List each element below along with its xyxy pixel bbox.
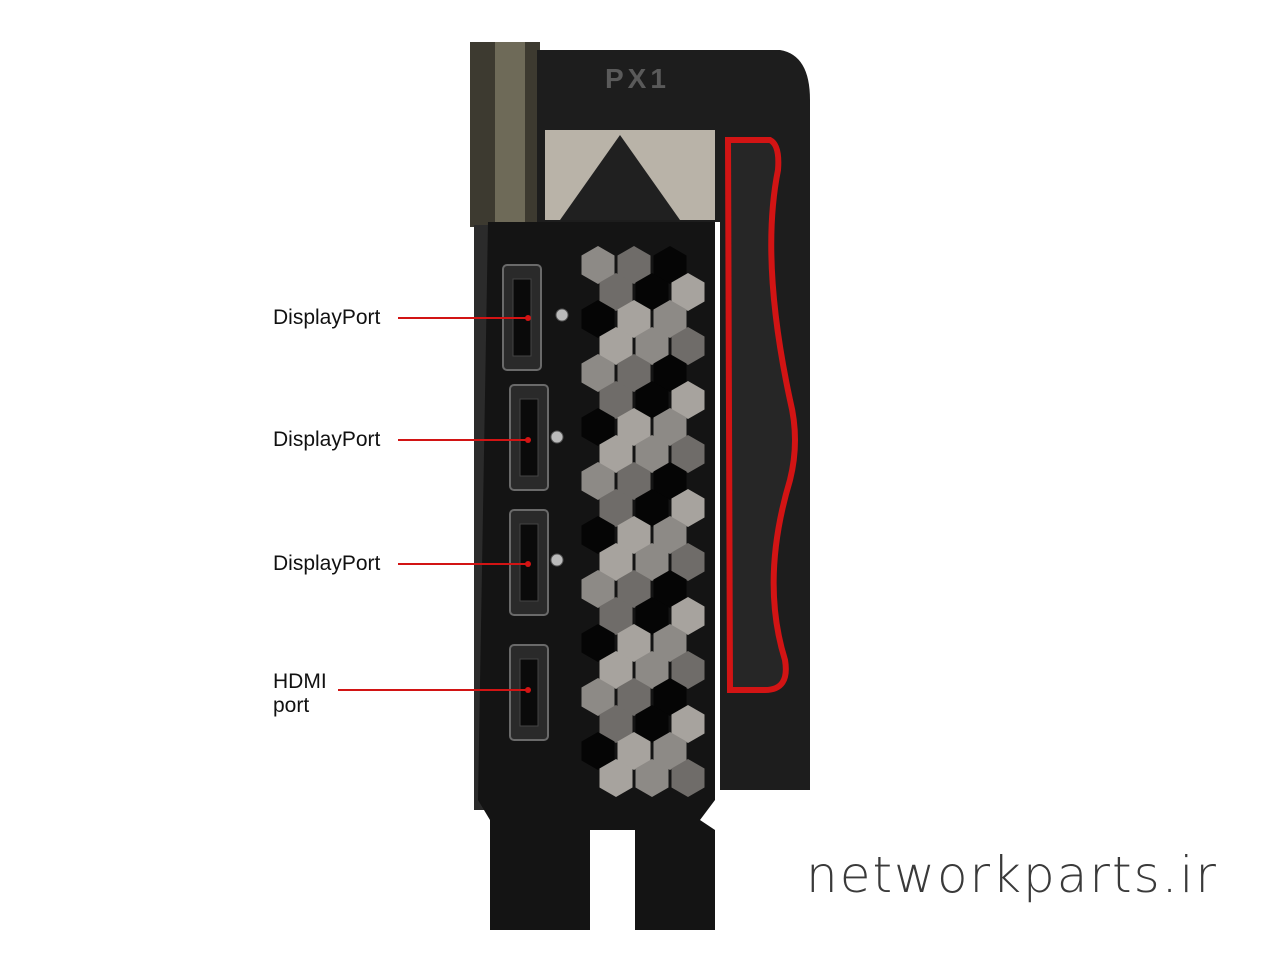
watermark-logo: networkparts.ir	[806, 846, 1218, 904]
vent-hexagon	[635, 435, 669, 473]
vent-hexagon	[653, 300, 687, 338]
vent-hexagon	[581, 624, 615, 662]
vent-hexagon	[671, 327, 705, 365]
vent-hexagon	[671, 651, 705, 689]
vent-hexagon	[671, 435, 705, 473]
vent-hexagon	[599, 435, 633, 473]
vent-hexagon	[653, 462, 687, 500]
vent-hexagon	[653, 570, 687, 608]
callout-label-displayport-2: DisplayPort	[273, 428, 381, 451]
vent-hexagon	[635, 273, 669, 311]
vent-hexagon	[671, 705, 705, 743]
vent-hexagon	[653, 624, 687, 662]
vent-hexagon	[617, 246, 651, 284]
vent-hexagon	[635, 543, 669, 581]
vent-hexagon	[653, 408, 687, 446]
vent-hexagon	[581, 408, 615, 446]
vent-hexagon	[671, 759, 705, 797]
vent-hexagon	[599, 705, 633, 743]
vent-hexagon	[599, 381, 633, 419]
vent-hexagon	[617, 624, 651, 662]
vent-hexagon	[617, 732, 651, 770]
vent-hexagon	[653, 516, 687, 554]
callout-dot	[525, 687, 531, 693]
vent-hexagon	[581, 354, 615, 392]
vent-hexagon	[599, 273, 633, 311]
vent-hexagon	[599, 327, 633, 365]
callout-label-hdmi-line1: HDMI	[273, 670, 327, 693]
vent-hexagon	[599, 489, 633, 527]
callout-label-displayport-1: DisplayPort	[273, 306, 381, 329]
pcb-component	[495, 42, 525, 222]
vent-hexagon	[617, 570, 651, 608]
vent-hexagon	[671, 489, 705, 527]
vent-hexagon	[581, 678, 615, 716]
red-accent-loop	[724, 137, 798, 693]
vent-hexagon	[635, 705, 669, 743]
screw-icon	[555, 308, 569, 322]
screw-icon	[550, 553, 564, 567]
vent-hexagon	[617, 300, 651, 338]
callout-label-hdmi: HDMI port	[273, 670, 327, 718]
vent-hexagon	[581, 300, 615, 338]
vent-hexagon	[635, 381, 669, 419]
callout-dot	[525, 561, 531, 567]
vent-hexagon	[617, 678, 651, 716]
vent-hexagon	[635, 489, 669, 527]
vent-hexagon	[671, 597, 705, 635]
vent-hexagon	[581, 462, 615, 500]
callout-label-hdmi-line2: port	[273, 694, 310, 717]
vent-hexagon	[653, 246, 687, 284]
vent-hexagon	[671, 381, 705, 419]
vent-hexagon	[581, 516, 615, 554]
vent-hexagon	[599, 597, 633, 635]
vent-hexagon	[653, 678, 687, 716]
vent-hexagon	[617, 516, 651, 554]
callout-dot	[525, 437, 531, 443]
vent-hexagon	[653, 354, 687, 392]
vent-hexagon	[671, 543, 705, 581]
shroud-logo: PX1	[605, 63, 670, 94]
vent-hexagon	[581, 246, 615, 284]
vent-hexagon	[617, 408, 651, 446]
vent-hexagon	[599, 651, 633, 689]
vent-hexagon	[581, 732, 615, 770]
vent-hexagon	[635, 327, 669, 365]
callout-dot	[525, 315, 531, 321]
vent-hexagon	[599, 759, 633, 797]
vent-hexagon	[635, 651, 669, 689]
vent-hexagon	[581, 570, 615, 608]
vent-hexagon	[599, 543, 633, 581]
vent-hexagon	[671, 273, 705, 311]
vent-hexagon	[635, 597, 669, 635]
vent-hexagon	[617, 462, 651, 500]
vent-hexagon	[653, 732, 687, 770]
vent-hexagon	[635, 759, 669, 797]
shroud-strut	[560, 135, 680, 220]
callout-label-displayport-3: DisplayPort	[273, 552, 381, 575]
screw-icon	[550, 430, 564, 444]
vent-hexagon	[617, 354, 651, 392]
